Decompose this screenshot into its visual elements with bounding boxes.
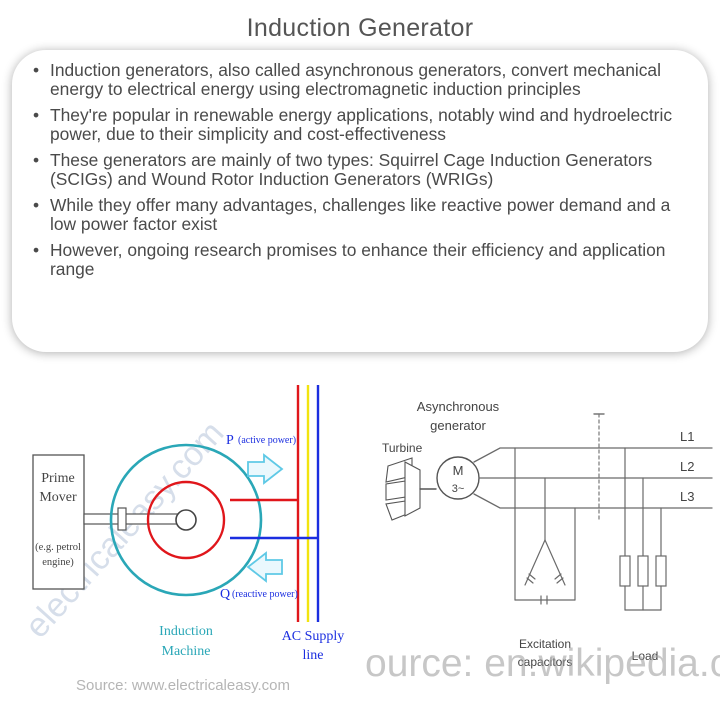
prime-mover-label: Mover [39,490,77,505]
bullet-item: While they offer many advantages, challe… [32,196,690,234]
motor-phase: 3~ [452,483,465,495]
coupling [117,507,127,531]
right-diagram: Asynchronous generator Turbine M 3~ L1 L… [365,399,720,685]
left-diagram: electricaleasy.com Prime Mover (e.g. pet… [18,385,345,694]
line-label-l3: L3 [680,489,694,504]
generator-wires [473,447,713,509]
machine-label: Machine [162,644,211,659]
capacitors-label: capacitors [518,655,573,669]
prime-mover-label: Prime [41,471,74,486]
turbine-label: Turbine [382,441,423,455]
load-resistors [619,447,667,611]
active-power-arrow [247,453,284,485]
rotor-shaft [175,509,197,531]
prime-mover-note: (e.g. petrol [35,542,81,553]
right-source-text: ource: en.wikipedia.org [365,642,720,685]
diagrams: electricaleasy.com Prime Mover (e.g. pet… [18,385,720,694]
prime-mover-box [32,454,85,590]
stator-circle [109,443,263,597]
q-note: (reactive power) [232,589,298,600]
capacitors-label: Excitation [519,637,571,651]
turbine-icon [385,457,421,521]
summary-card: Induction generators, also called asynch… [12,50,708,352]
p-label: P [226,433,234,448]
bullet-item: Induction generators, also called asynch… [32,61,690,99]
bullet-item: These generators are mainly of two types… [32,151,690,189]
line-label-l1: L1 [680,429,694,444]
rotor-circle [146,480,226,560]
generator-label: Asynchronous [417,399,500,414]
prime-mover-note: engine) [42,557,74,568]
supply-label: AC Supply [282,629,345,644]
load-label: Load [632,649,659,663]
capacitor-bank [514,447,576,605]
left-source-text: Source: www.electricaleasy.com [76,677,290,694]
supply-label: line [303,648,324,663]
generator-label: generator [430,418,486,433]
q-label: Q [220,587,230,602]
line-label-l2: L2 [680,459,694,474]
shaft [83,513,185,525]
motor-symbol: M [453,463,464,478]
machine-label: Induction [159,624,213,639]
bullet-item: However, ongoing research promises to en… [32,241,690,279]
reactive-power-arrow [246,551,283,583]
bullet-item: They're popular in renewable energy appl… [32,106,690,144]
p-note: (active power) [238,435,296,446]
bullet-list: Induction generators, also called asynch… [32,61,690,279]
page-title: Induction Generator [246,14,474,42]
